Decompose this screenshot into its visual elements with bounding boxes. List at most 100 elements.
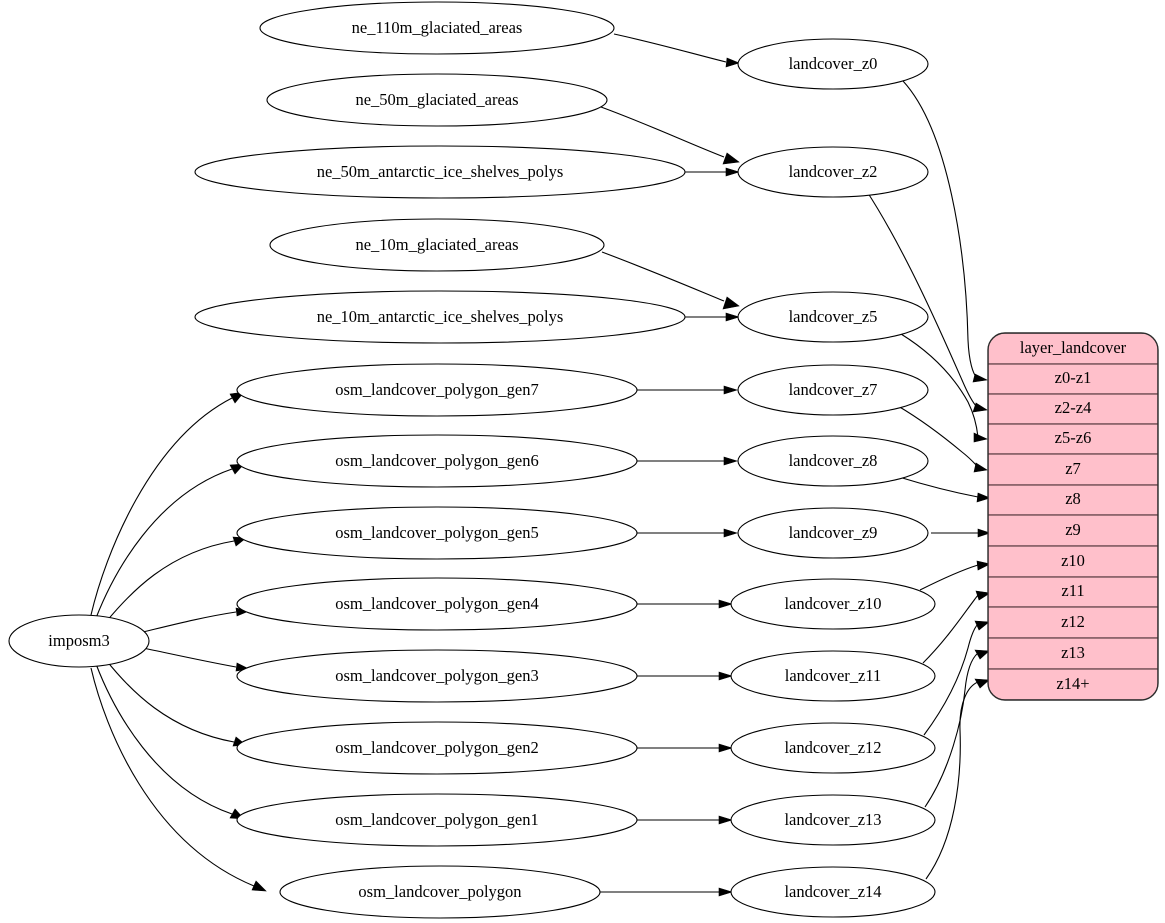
- edge-z8-to-row-z8: [898, 476, 991, 503]
- node-osm_landcover_polygon_gen6[interactable]: osm_landcover_polygon_gen6: [236, 434, 638, 488]
- edge-imposm3-to-gen3: [142, 647, 250, 672]
- node-ne_10m_antarctic_ice_shelves_polys-label: ne_10m_antarctic_ice_shelves_polys: [317, 307, 564, 326]
- edge-imposm3-to-gen5: [105, 536, 247, 623]
- table-row-z2z4-label: z2-z4: [1055, 398, 1092, 417]
- node-osm_landcover_polygon-label: osm_landcover_polygon: [358, 882, 521, 901]
- edge-z7-to-row-z7: [897, 405, 988, 473]
- node-landcover_z7-label: landcover_z7: [789, 380, 878, 399]
- node-osm_landcover_polygon[interactable]: osm_landcover_polygon: [279, 865, 601, 919]
- node-landcover_z14[interactable]: landcover_z14: [730, 866, 936, 918]
- node-osm_landcover_polygon_gen5-label: osm_landcover_polygon_gen5: [335, 523, 538, 542]
- node-landcover_z2[interactable]: landcover_z2: [737, 146, 929, 198]
- node-imposm3[interactable]: imposm3: [8, 614, 150, 668]
- node-ne_10m_glaciated_areas[interactable]: ne_10m_glaciated_areas: [269, 218, 605, 272]
- node-landcover_z12-label: landcover_z12: [784, 738, 881, 757]
- node-ne_50m_antarctic_ice_shelves_polys[interactable]: ne_50m_antarctic_ice_shelves_polys: [194, 145, 686, 199]
- node-ne_110m_glaciated_areas[interactable]: ne_110m_glaciated_areas: [259, 1, 615, 55]
- node-landcover_z14-label: landcover_z14: [784, 882, 881, 901]
- node-landcover_z11-label: landcover_z11: [785, 666, 882, 685]
- node-osm_landcover_polygon_gen6-label: osm_landcover_polygon_gen6: [335, 451, 538, 470]
- table-row-z13-label: z13: [1061, 643, 1085, 662]
- edge-imposm3-to-gen2: [105, 659, 247, 747]
- node-landcover_z0-label: landcover_z0: [789, 54, 878, 73]
- edge-ne10m-glaciated-to-z5: [601, 251, 740, 310]
- edge-z0-to-row-z0z1: [902, 80, 988, 383]
- edge-z2-to-row-z2z4: [865, 189, 988, 413]
- table-row-z11[interactable]: [988, 576, 1158, 608]
- table-row-z10-label: z10: [1061, 551, 1085, 570]
- edge-gen5-to-z9: [637, 528, 739, 538]
- table-row-z7-label: z7: [1065, 459, 1081, 478]
- edge-z14-to-row-z14plus: [925, 678, 990, 880]
- node-osm_landcover_polygon_gen5[interactable]: osm_landcover_polygon_gen5: [236, 506, 638, 560]
- node-landcover_z9[interactable]: landcover_z9: [737, 507, 929, 559]
- node-landcover_z10[interactable]: landcover_z10: [730, 578, 936, 630]
- node-ne_10m_glaciated_areas-label: ne_10m_glaciated_areas: [355, 235, 518, 254]
- node-ne_110m_glaciated_areas-label: ne_110m_glaciated_areas: [352, 18, 523, 37]
- table-row-z0z1-label: z0-z1: [1055, 368, 1092, 387]
- node-landcover_z9-label: landcover_z9: [789, 523, 878, 542]
- node-landcover_z5[interactable]: landcover_z5: [737, 291, 929, 343]
- table-row-z12[interactable]: [988, 606, 1158, 639]
- table-row-z5z6-label: z5-z6: [1055, 428, 1092, 447]
- table-row-z7[interactable]: [988, 453, 1158, 486]
- node-landcover_z7[interactable]: landcover_z7: [737, 364, 929, 416]
- layer-landcover-table[interactable]: layer_landcover z0-z1 z2-z4 z5-z6 z7 z8 …: [988, 333, 1158, 700]
- edge-imposm3-to-gen6: [95, 463, 245, 619]
- edge-imposm3-to-polygon: [90, 667, 267, 892]
- table-row-z9-label: z9: [1065, 520, 1081, 539]
- edge-z11-to-row-z11: [922, 590, 991, 664]
- node-landcover_z5-label: landcover_z5: [789, 307, 878, 326]
- node-ne_50m_antarctic_ice_shelves_polys-label: ne_50m_antarctic_ice_shelves_polys: [317, 162, 564, 181]
- edge-z10-to-row-z10: [919, 560, 991, 591]
- edge-z9-to-row-z9: [931, 528, 991, 538]
- edge-gen1-to-z13: [637, 815, 734, 825]
- node-landcover_z10-label: landcover_z10: [784, 594, 881, 613]
- table-row-z9[interactable]: [988, 514, 1158, 547]
- table-row-z14plus-label: z14+: [1056, 674, 1089, 693]
- edge-gen6-to-z8: [637, 456, 739, 466]
- table-row-z0z1[interactable]: [988, 363, 1158, 395]
- table-row-z14plus[interactable]: [988, 668, 1158, 700]
- node-landcover_z11[interactable]: landcover_z11: [730, 650, 936, 702]
- edge-ne110m-to-z0: [613, 33, 740, 68]
- edge-gen7-to-z7: [637, 385, 739, 395]
- node-osm_landcover_polygon_gen1-label: osm_landcover_polygon_gen1: [335, 810, 538, 829]
- node-landcover_z12[interactable]: landcover_z12: [730, 722, 936, 774]
- node-landcover_z8-label: landcover_z8: [789, 451, 878, 470]
- table-outline: [987, 332, 1159, 701]
- node-osm_landcover_polygon_gen2[interactable]: osm_landcover_polygon_gen2: [236, 721, 638, 775]
- node-landcover_z0[interactable]: landcover_z0: [737, 38, 929, 90]
- table-header-label: layer_landcover: [1020, 338, 1127, 357]
- edge-gen4-to-z10: [637, 599, 734, 609]
- node-osm_landcover_polygon_gen1[interactable]: osm_landcover_polygon_gen1: [236, 793, 638, 847]
- edge-z5-to-row-z5z6: [900, 333, 988, 443]
- node-landcover_z8[interactable]: landcover_z8: [737, 435, 929, 487]
- node-ne_50m_glaciated_areas[interactable]: ne_50m_glaciated_areas: [266, 73, 608, 127]
- edge-imposm3-to-gen7: [90, 391, 245, 616]
- node-osm_landcover_polygon_gen2-label: osm_landcover_polygon_gen2: [335, 738, 538, 757]
- node-osm_landcover_polygon_gen3[interactable]: osm_landcover_polygon_gen3: [236, 649, 638, 703]
- edge-ne10m-antarctic-to-z5: [685, 312, 741, 322]
- table-row-z8-label: z8: [1065, 489, 1081, 508]
- node-imposm3-label: imposm3: [48, 631, 109, 650]
- node-osm_landcover_polygon_gen7[interactable]: osm_landcover_polygon_gen7: [236, 363, 638, 417]
- edge-polygon-to-z14: [600, 887, 734, 897]
- node-osm_landcover_polygon_gen4-label: osm_landcover_polygon_gen4: [335, 594, 538, 613]
- edge-layer: [90, 33, 991, 897]
- node-landcover_z13[interactable]: landcover_z13: [730, 794, 936, 846]
- edge-gen3-to-z11: [637, 671, 734, 681]
- node-osm_landcover_polygon_gen7-label: osm_landcover_polygon_gen7: [335, 380, 538, 399]
- node-ne_50m_glaciated_areas-label: ne_50m_glaciated_areas: [355, 90, 518, 109]
- node-ne_10m_antarctic_ice_shelves_polys[interactable]: ne_10m_antarctic_ice_shelves_polys: [194, 290, 686, 344]
- edge-imposm3-to-gen1: [95, 663, 245, 820]
- node-landcover_z13-label: landcover_z13: [784, 810, 881, 829]
- node-osm_landcover_polygon_gen3-label: osm_landcover_polygon_gen3: [335, 666, 538, 685]
- edge-gen2-to-z12: [637, 743, 734, 753]
- edge-z12-to-row-z12: [923, 620, 990, 736]
- edge-ne50m-glaciated-to-z2: [600, 106, 740, 165]
- node-osm_landcover_polygon_gen4[interactable]: osm_landcover_polygon_gen4: [236, 577, 638, 631]
- edge-imposm3-to-gen4: [142, 607, 250, 633]
- edge-ne50m-antarctic-to-z2: [685, 167, 741, 177]
